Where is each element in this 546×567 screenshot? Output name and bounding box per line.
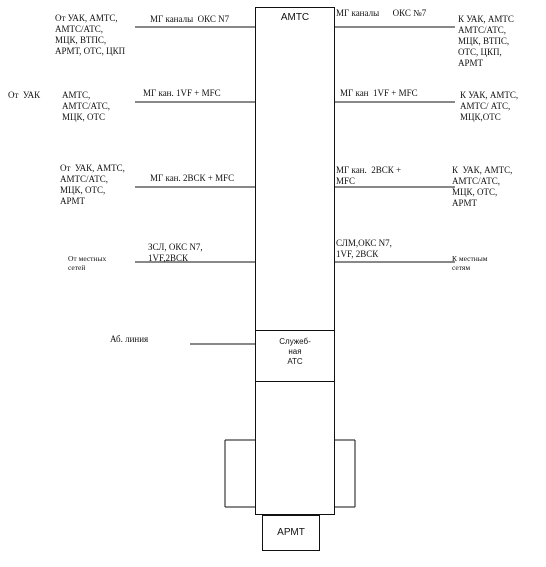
row4-right-channel: СЛМ,ОКС N7, 1VF, 2ВСК [336,238,392,259]
row1-left-channel: МГ каналы ОКС N7 [150,14,230,24]
service-ats-box: Служеб- ная АТС [255,330,335,382]
row1-right-dest: К УАК, АМТС АМТС/АТС, МЦК, ВТПС, ОТС, ЦК… [458,14,514,68]
row1-left-source: От УАК, АМТС, АМТС/АТС, МЦК, ВТПС, АРМТ,… [55,13,126,56]
subscriber-line-label: Аб. линия [110,334,149,344]
armt-title: АРМТ [277,527,305,538]
armt-box: АРМТ [262,515,320,551]
row3-right-channel: МГ кан. 2ВСК + MFC [336,165,402,186]
amts-title: АМТС [280,12,310,23]
row3-left-source: От УАК, АМТС, АМТС/АТС, МЦК, ОТС, АРМТ [60,163,125,206]
row2-left-source: АМТС, АМТС/АТС, МЦК, ОТС [62,90,110,122]
row4-right-dest: К местным сетям [452,254,488,272]
row4-left-source: От местных сетей [68,254,107,272]
row1-right-channel: МГ каналы ОКС №7 [336,8,427,18]
service-ats-title: Служеб- ная АТС [279,337,311,366]
row3-left-channel: МГ кан. 2ВСК + MFC [150,173,235,183]
amts-box: АМТС [255,7,335,515]
row4-left-channel: ЗСЛ, ОКС N7, 1VF,2ВСК [148,242,203,263]
row2-left-outer: От УАК [8,90,41,100]
row2-right-channel: МГ кан 1VF + MFC [340,88,418,98]
row3-right-dest: К УАК, АМТС, АМТС/АТС, МЦК, ОТС, АРМТ [452,165,513,208]
row2-right-dest: К УАК, АМТС, АМТС/ АТС, МЦК,ОТС [460,90,519,122]
row2-left-channel: МГ кан. 1VF + MFC [143,88,221,98]
